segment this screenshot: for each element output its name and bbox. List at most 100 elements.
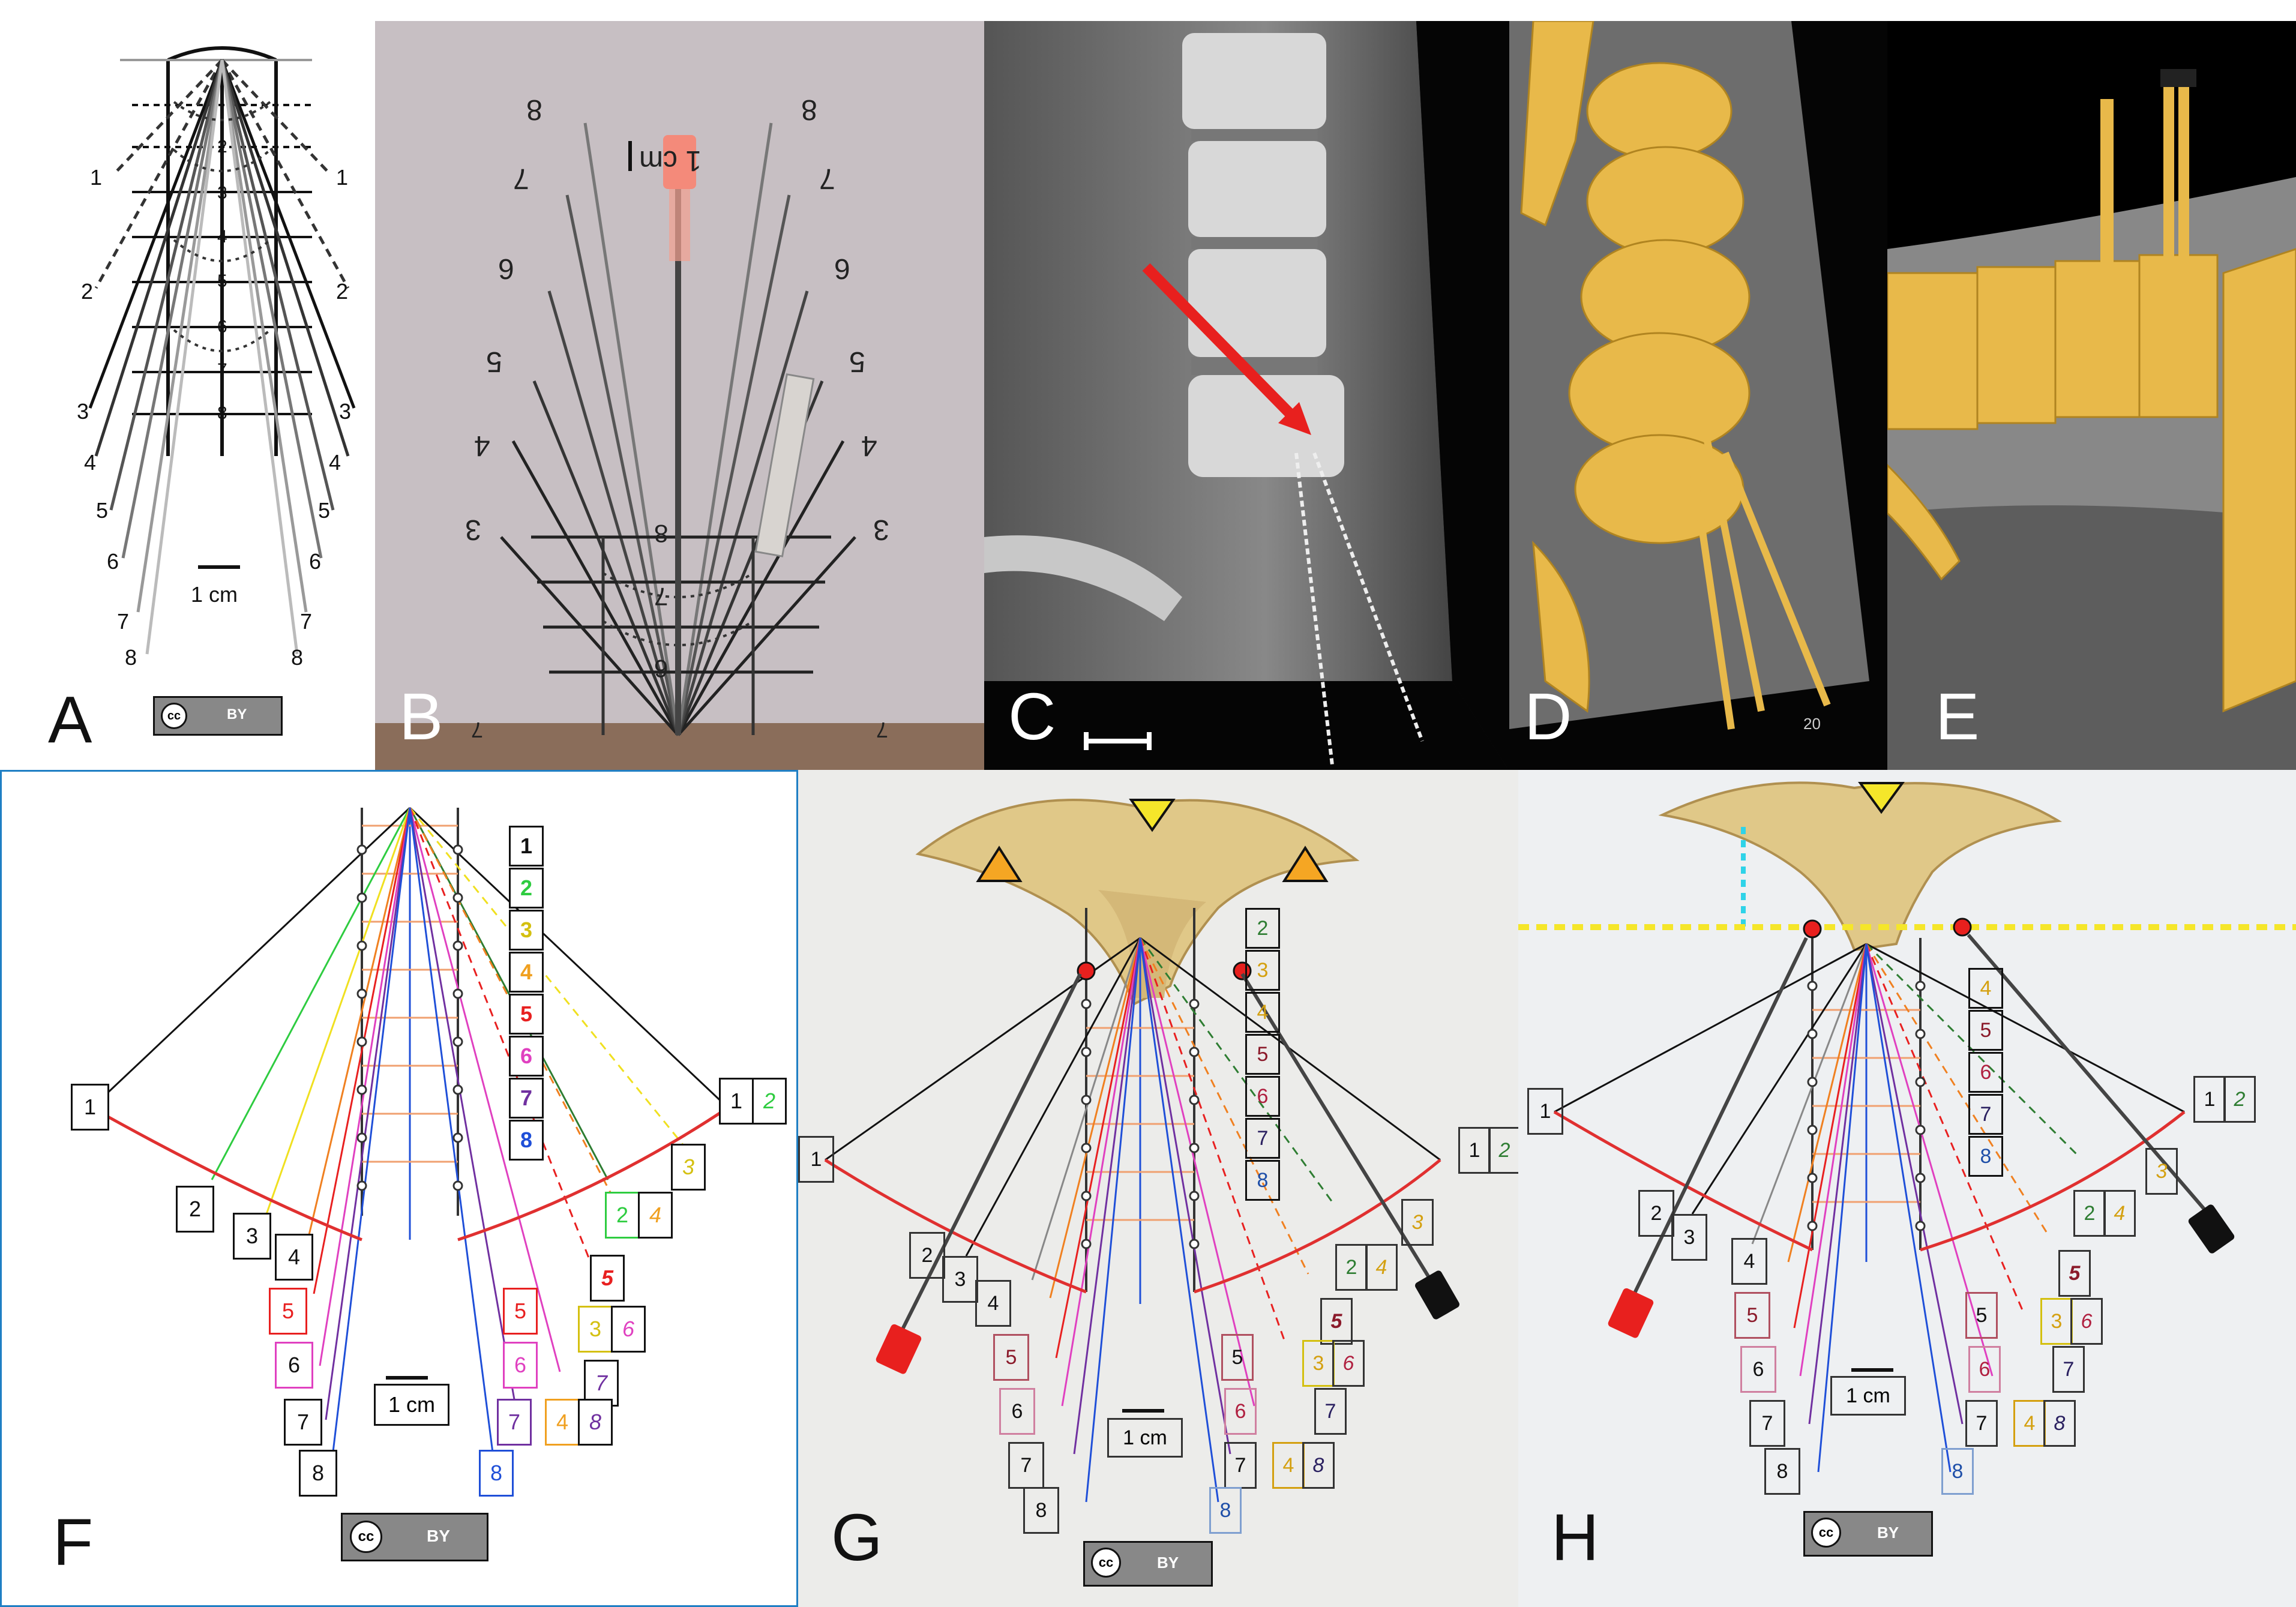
f-scale-label: 1 cm — [374, 1384, 449, 1426]
g-right-box-6a: 6 — [1332, 1340, 1365, 1387]
f-right-box-2b: 2 — [605, 1192, 640, 1239]
f-right-box-3a: 3 — [671, 1144, 706, 1191]
g-top-box-8: 8 — [1245, 1160, 1280, 1201]
h-left-box-5: 5 — [1734, 1292, 1770, 1339]
g-scale-label: 1 cm — [1107, 1418, 1183, 1458]
b-right-label-4: 4 — [861, 430, 877, 461]
g-right-box-8a: 8 — [1302, 1442, 1335, 1489]
f-top-box-2: 2 — [509, 868, 544, 909]
b-left-label-3: 3 — [465, 514, 481, 545]
g-cc-badge: cc BY — [1083, 1541, 1213, 1587]
h-top-box-4: 4 — [1968, 968, 2003, 1009]
h-left-box-3: 3 — [1671, 1214, 1707, 1261]
h-right-box-3a: 3 — [2145, 1148, 2178, 1195]
h-right-box-1: 1 — [2193, 1076, 2226, 1123]
f-top-box-1: 1 — [509, 826, 544, 867]
panel-a-letter: A — [48, 683, 92, 757]
a-scale-label: 1 cm — [191, 582, 238, 607]
panel-f-drawing — [91, 807, 729, 1462]
h-right-box-8b: 8 — [1941, 1448, 1974, 1495]
h-top-box-7: 7 — [1968, 1094, 2003, 1135]
f-right-box-6b: 6 — [503, 1342, 538, 1389]
panel-e-letter: E — [1935, 680, 1980, 754]
h-left-box-4: 4 — [1731, 1238, 1767, 1285]
g-left-box-5: 5 — [993, 1334, 1029, 1381]
g-top-box-6: 6 — [1245, 1076, 1280, 1117]
h-top-box-6: 6 — [1968, 1052, 2003, 1093]
f-right-box-6a: 6 — [611, 1306, 646, 1353]
a-center-label-6: 6 — [217, 317, 227, 337]
panel-c-drawing — [984, 21, 1509, 771]
b-bottom-right-label: 7 — [876, 718, 889, 742]
f-left-box-3: 3 — [233, 1213, 271, 1260]
g-left-box-8: 8 — [1023, 1487, 1059, 1534]
g-right-box-3a: 3 — [1401, 1199, 1434, 1246]
b-scale-label: 1 cm — [639, 145, 702, 176]
panel-a-drawing — [88, 46, 356, 655]
panel-g-photo: 2 3 4 5 6 7 8 1 2 3 4 5 6 7 8 1 2 3 2 4 … — [798, 770, 1518, 1607]
h-left-box-8: 8 — [1764, 1448, 1800, 1495]
h-right-box-2a: 2 — [2223, 1076, 2256, 1123]
a-left-label-4: 4 — [84, 450, 97, 475]
a-center-label-4: 4 — [217, 227, 227, 247]
a-left-label-5: 5 — [96, 498, 109, 523]
g-right-box-3b: 3 — [1302, 1340, 1335, 1387]
panel-b-photo: 8 7 6 5 4 3 8 7 6 5 4 3 8 7 6 1 cm 7 7 B — [375, 21, 984, 771]
a-left-label-2: 2 — [81, 279, 94, 304]
a-left-label-7: 7 — [117, 609, 130, 634]
g-right-box-8b: 8 — [1209, 1487, 1242, 1534]
panel-e-drawing — [1887, 69, 2296, 771]
b-right-label-3: 3 — [873, 514, 889, 545]
a-left-label-3: 3 — [77, 399, 89, 424]
g-top-box-3: 3 — [1245, 950, 1280, 991]
h-cc-badge: cc BY — [1803, 1511, 1933, 1557]
f-right-box-7b: 7 — [497, 1399, 532, 1446]
f-right-box-8b: 8 — [479, 1450, 514, 1497]
f-right-box-4a: 4 — [638, 1192, 673, 1239]
f-top-box-7: 7 — [509, 1078, 544, 1119]
f-right-box-3b: 3 — [578, 1306, 613, 1353]
f-right-box-2a: 2 — [752, 1078, 787, 1125]
g-top-box-7: 7 — [1245, 1118, 1280, 1159]
g-left-box-2: 2 — [909, 1232, 945, 1279]
a-center-label-2: 2 — [217, 137, 227, 157]
f-right-box-5b: 5 — [503, 1288, 538, 1335]
h-left-box-7: 7 — [1749, 1400, 1785, 1447]
cc-icon: cc — [1811, 1518, 1841, 1548]
b-center-label-6: 6 — [654, 655, 669, 683]
b-left-label-5: 5 — [486, 346, 502, 377]
panel-b-drawing — [375, 122, 984, 771]
f-left-box-1: 1 — [71, 1084, 109, 1131]
a-right-label-5: 5 — [318, 498, 331, 523]
b-center-label-7: 7 — [654, 583, 669, 611]
h-right-box-7b: 7 — [1965, 1400, 1998, 1447]
a-cc-badge: cc BY — [153, 696, 283, 736]
h-right-box-2b: 2 — [2073, 1190, 2106, 1237]
f-top-box-4: 4 — [509, 952, 544, 993]
a-left-label-6: 6 — [107, 549, 119, 574]
f-right-box-4b: 4 — [545, 1399, 580, 1446]
h-right-box-6a: 6 — [2070, 1298, 2103, 1345]
h-top-box-5: 5 — [1968, 1010, 2003, 1051]
g-right-box-4a: 4 — [1365, 1244, 1398, 1291]
panel-g-drawing — [824, 799, 1459, 1503]
panel-h-drawing — [1518, 781, 2296, 1473]
h-right-box-4a: 4 — [2103, 1190, 2136, 1237]
panel-h-letter: H — [1551, 1501, 1599, 1575]
g-left-box-1: 1 — [798, 1136, 834, 1183]
by-icon: BY — [427, 1527, 450, 1545]
panel-a-schematic: 1 2 3 4 5 6 7 8 1 2 3 4 5 6 7 8 2 3 4 5 … — [0, 0, 372, 762]
b-right-label-8: 8 — [801, 94, 817, 125]
panel-d-drawing: 20 — [1509, 21, 1869, 733]
f-left-box-6: 6 — [275, 1342, 313, 1389]
a-center-label-7: 7 — [217, 360, 227, 380]
panel-d-3d-render: 20 D — [1509, 21, 1887, 771]
b-right-label-6: 6 — [834, 253, 850, 284]
f-top-box-8: 8 — [509, 1120, 544, 1161]
g-top-box-2: 2 — [1245, 908, 1280, 949]
f-right-box-8a: 8 — [578, 1399, 613, 1446]
f-cc-badge: cc BY — [341, 1513, 488, 1561]
g-top-box-4: 4 — [1245, 992, 1280, 1033]
h-scale-label: 1 cm — [1830, 1376, 1906, 1416]
a-center-label-3: 3 — [217, 183, 227, 203]
